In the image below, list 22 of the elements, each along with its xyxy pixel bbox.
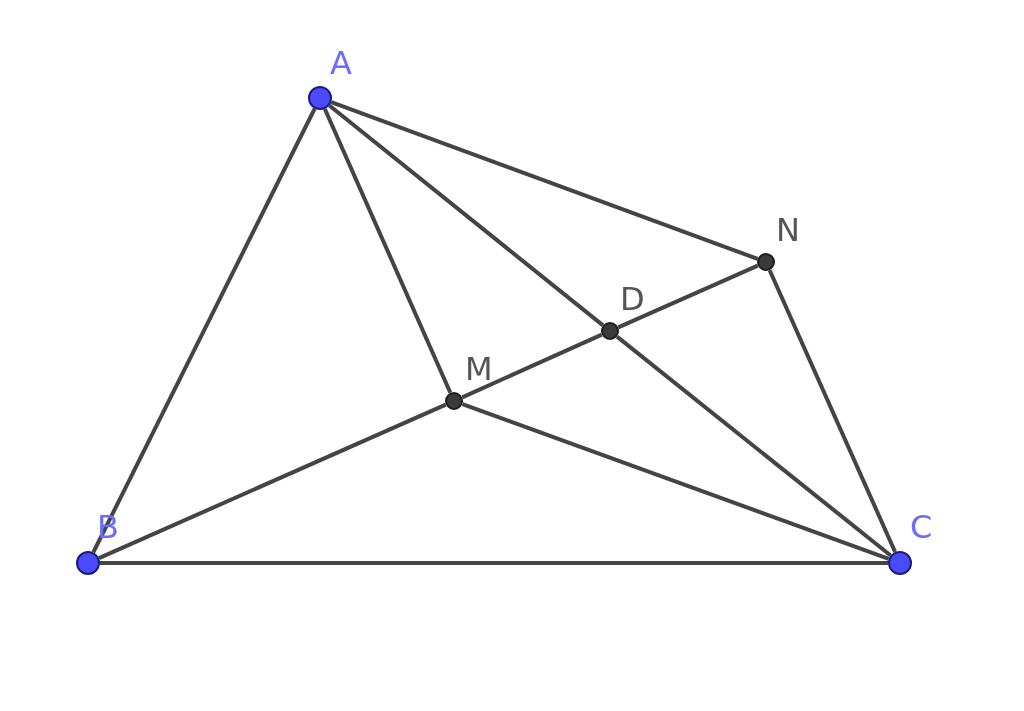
line-segment: [91, 107, 317, 554]
point-label: C: [910, 511, 933, 543]
line-segment: [617, 263, 759, 330]
point-label: N: [776, 214, 800, 246]
point: [308, 86, 332, 110]
point-label: D: [620, 283, 645, 315]
line-segment: [767, 269, 897, 553]
point: [76, 551, 100, 575]
line-segment: [615, 335, 892, 558]
line-segment: [461, 332, 603, 400]
point-label: A: [330, 47, 352, 79]
line-segment: [330, 100, 759, 261]
line-segment: [461, 402, 890, 561]
line-segment: [328, 103, 605, 327]
point: [888, 551, 912, 575]
point: [601, 322, 619, 340]
line-segment: [323, 108, 453, 394]
line-segment: [98, 402, 447, 560]
point-label: M: [465, 353, 493, 385]
point: [757, 253, 775, 271]
point: [445, 392, 463, 410]
line-segment: [100, 561, 888, 565]
